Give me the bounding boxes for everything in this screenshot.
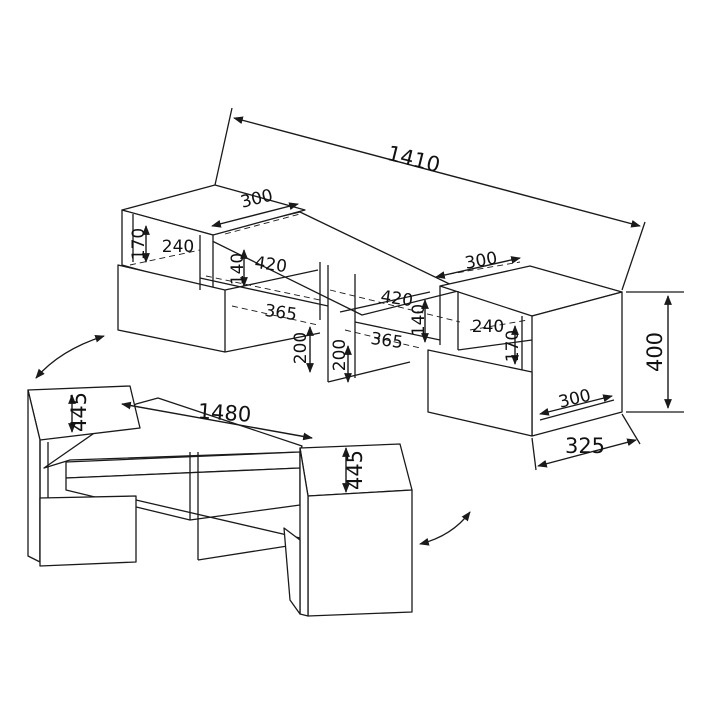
side-shelf-depth-right-label: 240: [472, 317, 504, 337]
depth-label: 325: [565, 434, 605, 458]
dimension-overall-width-compact: 1410: [214, 107, 646, 291]
lower-shelf-width-right-label: 365: [369, 329, 404, 353]
overall-width-compact-label: 1410: [385, 141, 443, 177]
center-shelf-height-left-label: 140: [228, 253, 248, 285]
dimension-depth: 325: [531, 413, 641, 471]
rotation-arrow-left-icon: [35, 334, 105, 379]
compact-inner-dimensions: 300 170 240 140 420 365 200 420 140 200 …: [129, 186, 613, 416]
side-shelf-depth-left-label: 240: [162, 237, 194, 257]
extended-dimensions: 1480 445 445: [67, 392, 367, 493]
lower-shelf-width-left-label: 365: [263, 301, 298, 325]
right-box-side: [531, 291, 623, 437]
height-label: 400: [643, 332, 667, 372]
leg-height-right-label: 200: [330, 339, 350, 371]
side-shelf-height-right-label: 170: [503, 330, 523, 362]
rotation-arrows: [35, 334, 471, 546]
rotated-depth-right-label: 445: [343, 450, 367, 490]
side-shelf-height-left-label: 170: [129, 228, 149, 260]
extended-right-front: [307, 489, 413, 617]
extended-middle: [65, 467, 301, 521]
rotation-arrow-right-icon: [419, 511, 471, 546]
top-panel-right-label: 300: [463, 248, 498, 273]
extended-right-leg: [283, 527, 301, 615]
compact-configuration: [117, 184, 623, 437]
leg-height-left-label: 200: [291, 332, 311, 364]
center-shelf-width-right-label: 420: [379, 287, 414, 311]
rotated-depth-left-label: 445: [67, 392, 91, 432]
extended-configuration: [27, 385, 413, 617]
extended-left-drawer: [39, 495, 137, 567]
right-drawer: [427, 349, 533, 437]
center-shelf-width-left-label: 420: [253, 253, 288, 277]
center-shelf-height-right-label: 140: [409, 304, 429, 336]
dimension-height: 400: [626, 291, 684, 413]
overall-width-extended-label: 1480: [197, 399, 252, 427]
